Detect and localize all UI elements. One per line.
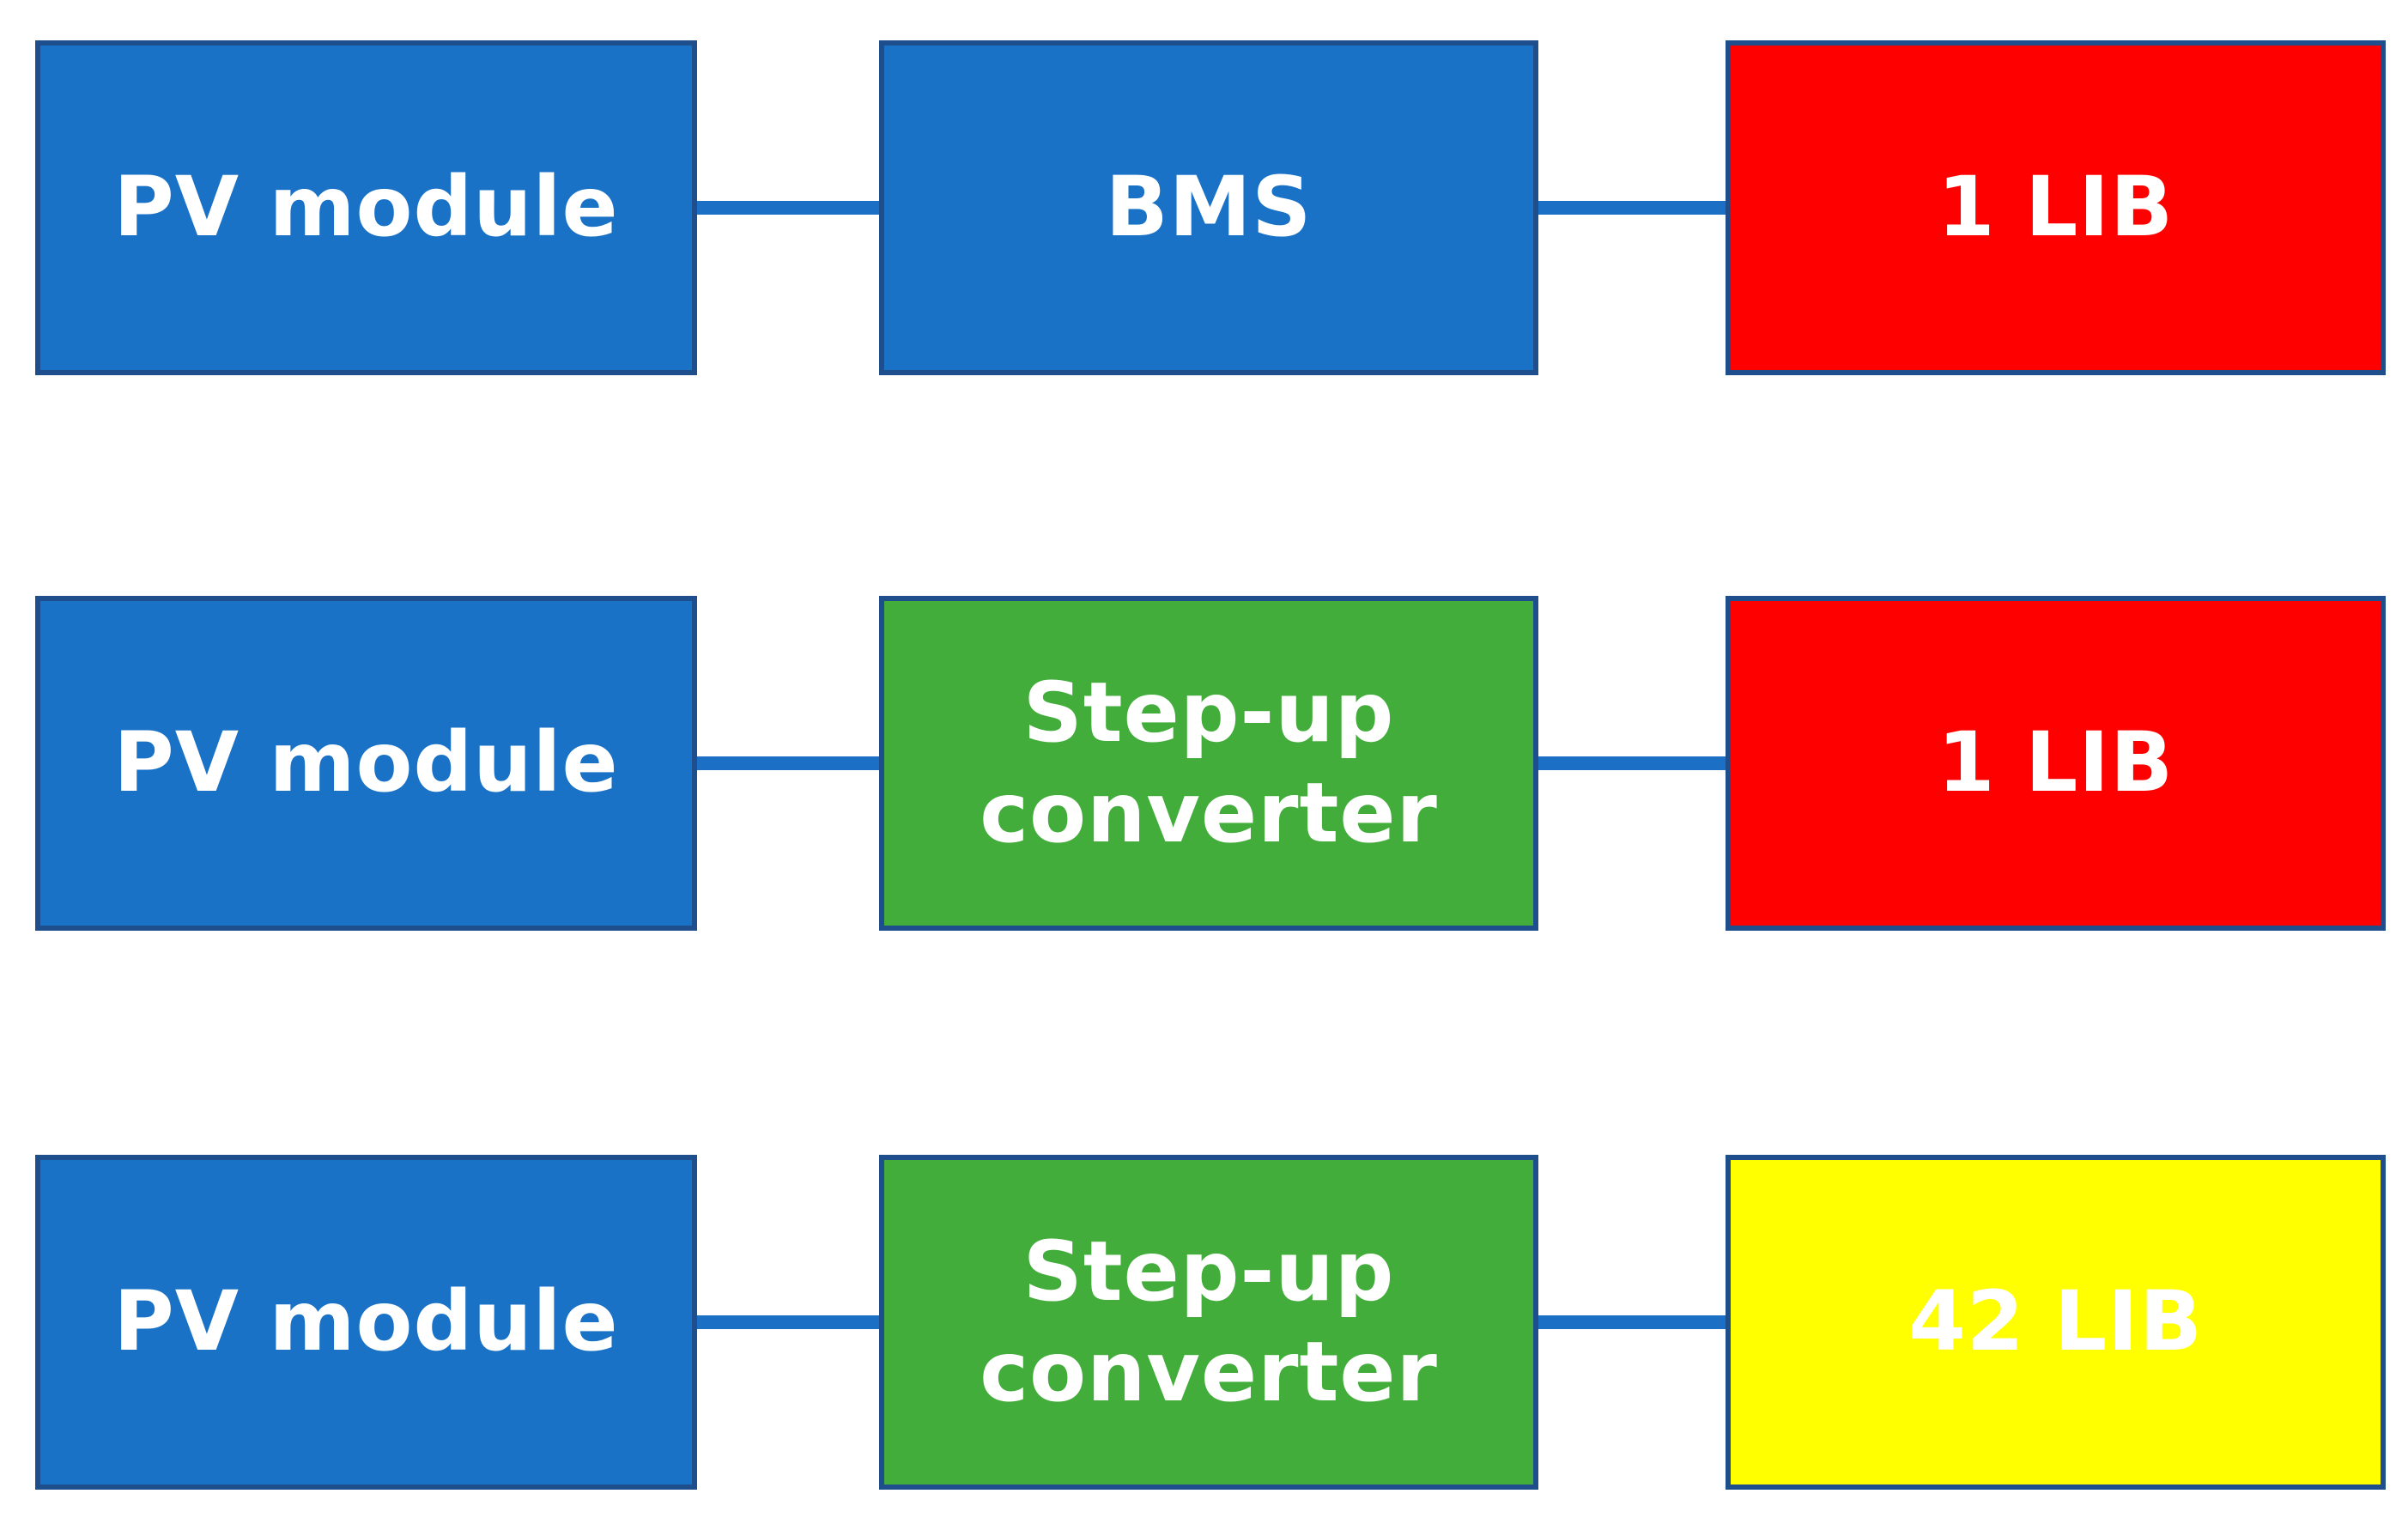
connector-line xyxy=(697,201,879,215)
connector-line xyxy=(1538,756,1726,770)
battery-box: 1 LIB xyxy=(1726,596,2386,931)
pv-module-label: PV module xyxy=(113,1273,619,1370)
battery-box: 1 LIB xyxy=(1726,40,2386,375)
converter-label-line-2: converter xyxy=(980,765,1438,861)
battery-label: 1 LIB xyxy=(1937,159,2174,256)
connector-line xyxy=(1538,201,1726,215)
configuration-row-3: PV module Step-up converter 42 LIB xyxy=(0,1155,2408,1490)
battery-box: 42 LIB xyxy=(1726,1155,2386,1490)
step-up-converter-label: Step-up converter xyxy=(980,1222,1438,1423)
bms-label: BMS xyxy=(1106,157,1313,258)
converter-label-line-1: Step-up xyxy=(1022,1223,1395,1320)
pv-module-box: PV module xyxy=(35,1155,697,1490)
bms-label-line-1: BMS xyxy=(1105,159,1313,256)
battery-label: 42 LIB xyxy=(1908,1273,2204,1370)
battery-label: 1 LIB xyxy=(1937,714,2174,811)
configuration-row-2: PV module Step-up converter 1 LIB xyxy=(0,596,2408,931)
step-up-converter-box: Step-up converter xyxy=(879,1155,1538,1490)
converter-label-line-1: Step-up xyxy=(1022,664,1395,761)
pv-module-label: PV module xyxy=(113,714,619,811)
converter-label-line-2: converter xyxy=(980,1324,1438,1420)
pv-module-box: PV module xyxy=(35,40,697,375)
connector-line xyxy=(697,1315,879,1329)
pv-module-label: PV module xyxy=(113,159,619,256)
connector-line xyxy=(697,756,879,770)
bms-box: BMS xyxy=(879,40,1538,375)
connector-line xyxy=(1538,1315,1726,1329)
configuration-row-1: PV module BMS 1 LIB xyxy=(0,40,2408,375)
step-up-converter-label: Step-up converter xyxy=(980,663,1438,864)
pv-module-box: PV module xyxy=(35,596,697,931)
step-up-converter-box: Step-up converter xyxy=(879,596,1538,931)
